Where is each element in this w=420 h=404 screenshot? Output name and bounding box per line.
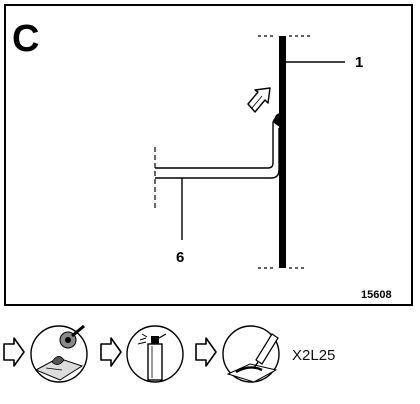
bent-panel-inner-edge: [155, 128, 280, 179]
rotary-brush-cleaning-icon: [30, 324, 88, 383]
bead-applicator-icon: [222, 325, 280, 383]
procedure-steps: [3, 324, 280, 383]
technical-diagram: C 1 6 15608: [12, 18, 392, 301]
vertical-panel: [279, 36, 286, 268]
bent-panel-outer-edge: [155, 117, 280, 169]
product-code: X2L25: [292, 347, 336, 364]
figure-number: 15608: [361, 289, 392, 301]
callout-1: 1: [355, 54, 363, 71]
step-arrow-icon: [3, 337, 25, 367]
callout-6: 6: [176, 249, 184, 266]
adhesive-bead: [274, 113, 281, 128]
step-arrow-icon: [195, 337, 217, 367]
spray-can-icon: [126, 325, 184, 383]
diagram-panel: [4, 4, 413, 306]
panel-letter: C: [12, 18, 39, 60]
step-arrow-icon: [100, 337, 122, 367]
arrow-shading: [251, 95, 263, 109]
